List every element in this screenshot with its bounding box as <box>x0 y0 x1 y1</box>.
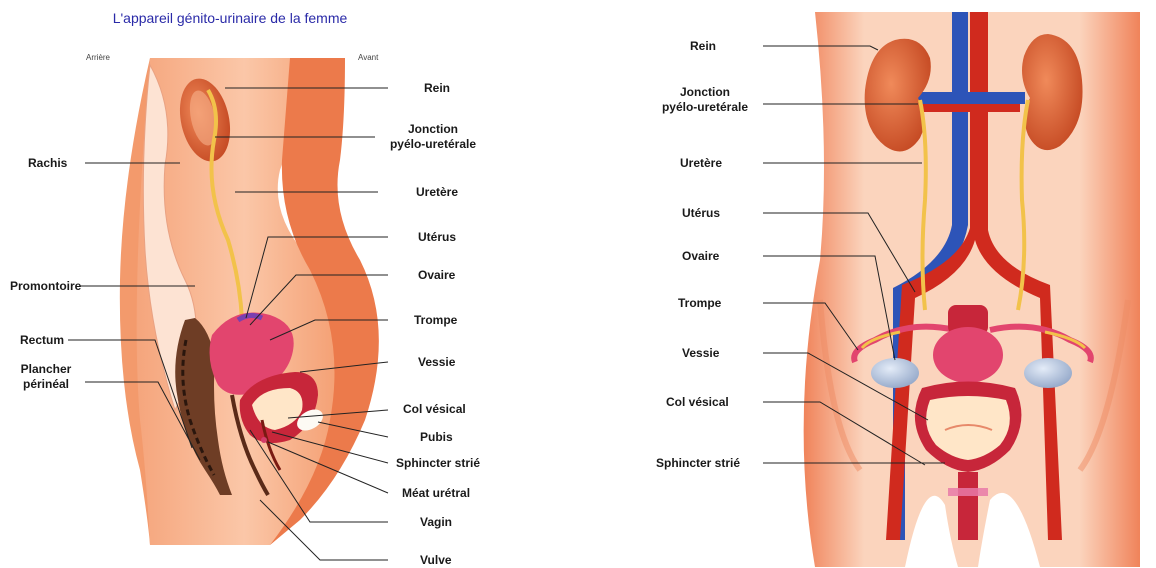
figure-title: L'appareil génito-urinaire de la femme <box>60 10 400 26</box>
sphincter-front <box>948 488 988 496</box>
ovary-left <box>871 358 919 388</box>
label-trompe-right: Trompe <box>678 296 721 311</box>
urethra-front <box>958 472 978 540</box>
label-trompe-left: Trompe <box>414 313 457 328</box>
uterus-front <box>933 327 1003 383</box>
renal-arteries <box>918 104 1020 112</box>
label-plancher-perineal: Plancher périnéal <box>14 362 78 392</box>
label-uterus-right: Utérus <box>682 206 720 221</box>
label-jonction-left: Jonction pyélo-uretérale <box>378 122 488 152</box>
label-pubis: Pubis <box>420 430 453 445</box>
label-sphincter-left: Sphincter strié <box>396 456 480 471</box>
label-promontoire: Promontoire <box>10 279 81 294</box>
label-uterus-left: Utérus <box>418 230 456 245</box>
label-plancher-line-2: périnéal <box>14 377 78 392</box>
label-rachis: Rachis <box>28 156 67 171</box>
label-uretere-right: Uretère <box>680 156 722 171</box>
label-sphincter-right: Sphincter strié <box>656 456 740 471</box>
label-ovaire-left: Ovaire <box>418 268 455 283</box>
label-meat-uretral: Méat urétral <box>402 486 470 501</box>
label-jonction-right: Jonction pyélo-uretérale <box>650 85 760 115</box>
label-vessie-left: Vessie <box>418 355 455 370</box>
label-rectum: Rectum <box>20 333 64 348</box>
label-vagin: Vagin <box>420 515 452 530</box>
sagittal-view <box>120 58 379 545</box>
back-direction-label: Arrière <box>86 53 110 62</box>
label-col-vesical-right: Col vésical <box>666 395 729 410</box>
ovary-right <box>1024 358 1072 388</box>
frontal-view <box>804 12 1140 567</box>
label-col-vesical-left: Col vésical <box>403 402 466 417</box>
label-jonction-right-line-1: Jonction <box>650 85 760 100</box>
label-ovaire-right: Ovaire <box>682 249 719 264</box>
front-direction-label: Avant <box>358 53 378 62</box>
label-jonction-right-line-2: pyélo-uretérale <box>650 100 760 115</box>
label-plancher-line-1: Plancher <box>14 362 78 377</box>
label-vulve: Vulve <box>420 553 452 568</box>
label-rein-right: Rein <box>690 39 716 54</box>
label-vessie-right: Vessie <box>682 346 719 361</box>
label-uretere-left: Uretère <box>416 185 458 200</box>
label-jonction-left-line-2: pyélo-uretérale <box>378 137 488 152</box>
label-rein-left: Rein <box>424 81 450 96</box>
label-jonction-left-line-1: Jonction <box>378 122 488 137</box>
renal-veins <box>915 92 1025 104</box>
